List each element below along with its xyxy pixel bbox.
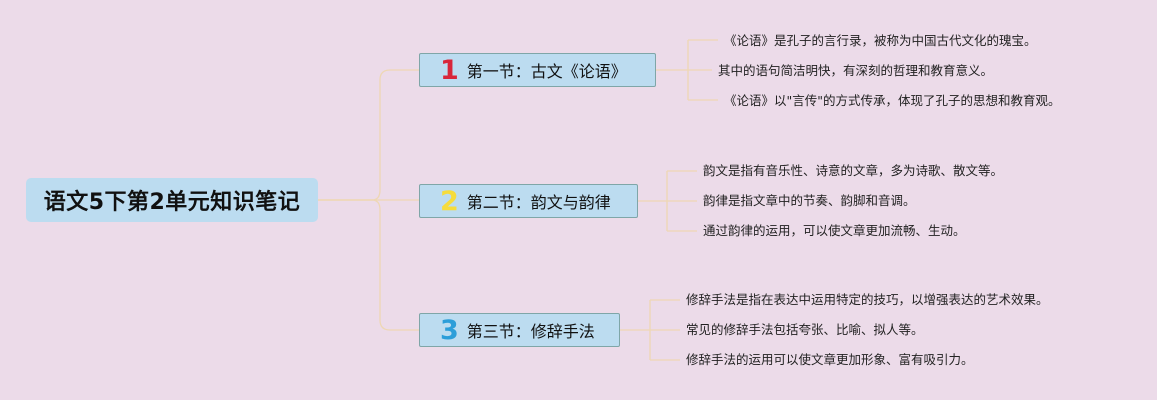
section-3-point-3[interactable]: 修辞手法的运用可以使文章更加形象、富有吸引力。	[686, 352, 974, 367]
number-1-icon: 1	[440, 54, 459, 86]
section-3-node[interactable]: 3 第三节：修辞手法	[419, 313, 620, 347]
section-3-title: 第三节：修辞手法	[466, 322, 595, 341]
root-title: 语文5下第2单元知识笔记	[43, 190, 301, 215]
section-3-point-2[interactable]: 常见的修辞手法包括夸张、比喻、拟人等。	[686, 322, 924, 337]
section-2-node[interactable]: 2 第二节：韵文与韵律	[419, 184, 638, 218]
section-1-branch-lines	[656, 39, 718, 101]
section-2-point-3[interactable]: 通过韵律的运用，可以使文章更加流畅、生动。	[703, 223, 966, 238]
number-2-icon: 2	[440, 185, 459, 217]
section-2-title: 第二节：韵文与韵律	[466, 193, 611, 212]
section-1-point-3[interactable]: 《论语》以"言传"的方式传承，体现了孔子的思想和教育观。	[724, 93, 1061, 108]
section-2-point-1[interactable]: 韵文是指有音乐性、诗意的文章，多为诗歌、散文等。	[703, 163, 1004, 178]
root-to-section-3-line	[318, 199, 419, 331]
section-1-title: 第一节：古文《论语》	[466, 62, 627, 81]
section-2-point-2[interactable]: 韵律是指文章中的节奏、韵脚和音调。	[703, 193, 916, 208]
section-3-branch-lines	[620, 299, 680, 361]
number-3-icon: 3	[440, 314, 459, 346]
root-to-section-1-line	[318, 69, 419, 201]
section-1-point-2[interactable]: 其中的语句简洁明快，有深刻的哲理和教育意义。	[718, 63, 994, 78]
root-topic[interactable]: 语文5下第2单元知识笔记	[26, 178, 318, 222]
section-3-point-1[interactable]: 修辞手法是指在表达中运用特定的技巧，以增强表达的艺术效果。	[686, 292, 1049, 307]
section-1-node[interactable]: 1 第一节：古文《论语》	[419, 53, 656, 87]
section-2-branch-lines	[638, 170, 697, 232]
section-1-point-1[interactable]: 《论语》是孔子的言行录，被称为中国古代文化的瑰宝。	[724, 33, 1037, 48]
